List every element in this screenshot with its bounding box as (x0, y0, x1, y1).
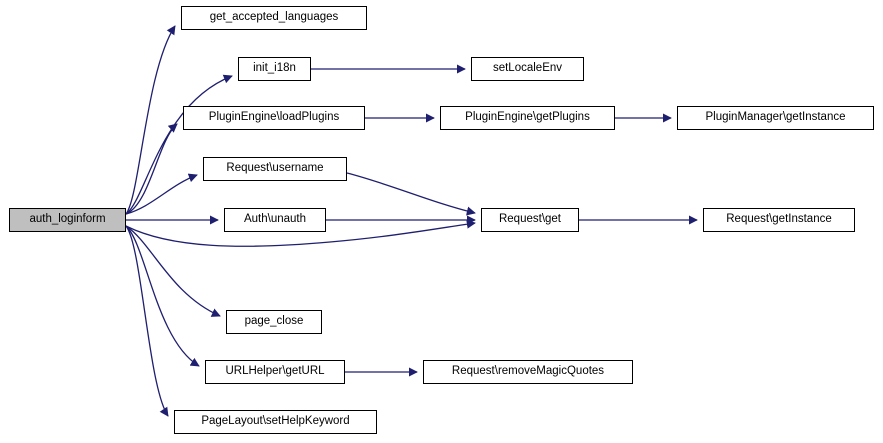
edge-auth_loginform-to-PluginEngine_loadPlugins (125, 123, 178, 215)
node-PluginEngine_getPlugins[interactable]: PluginEngine\getPlugins (440, 106, 615, 130)
edge-auth_loginform-to-Request_username (125, 173, 198, 215)
node-label: setLocaleEnv (492, 62, 563, 75)
node-label: PluginManager\getInstance (705, 111, 846, 124)
node-label: Request\getInstance (726, 213, 832, 226)
node-label: page_close (244, 315, 304, 328)
node-Request_get[interactable]: Request\get (481, 208, 579, 232)
node-Request_removeMagicQuotes[interactable]: Request\removeMagicQuotes (423, 360, 633, 384)
node-label: URLHelper\getURL (225, 365, 325, 378)
node-label: PluginEngine\loadPlugins (208, 111, 340, 124)
node-PluginManager_getInstance[interactable]: PluginManager\getInstance (677, 106, 874, 130)
node-label: auth_loginform (29, 213, 106, 226)
node-setLocaleEnv[interactable]: setLocaleEnv (471, 57, 584, 81)
edge-auth_loginform-to-get_accepted_languages (125, 25, 176, 215)
node-label: init_i18n (253, 62, 296, 75)
edge-auth_loginform-to-init_i18n (125, 74, 233, 215)
node-PageLayout_setHelpKeyword[interactable]: PageLayout\setHelpKeyword (174, 410, 377, 434)
node-get_accepted_languages[interactable]: get_accepted_languages (181, 6, 367, 30)
node-label: PluginEngine\getPlugins (465, 111, 590, 124)
node-Request_getInstance[interactable]: Request\getInstance (703, 208, 855, 232)
node-page_close[interactable]: page_close (226, 310, 322, 334)
node-label: Request\get (498, 213, 561, 226)
node-Request_username[interactable]: Request\username (203, 157, 347, 181)
node-URLHelper_getURL[interactable]: URLHelper\getURL (205, 360, 345, 384)
node-label: Request\username (226, 162, 324, 175)
edge-auth_loginform-to-PageLayout_setHelpKeyword (125, 225, 169, 417)
node-init_i18n[interactable]: init_i18n (238, 57, 311, 81)
node-label: Auth\unauth (243, 213, 307, 226)
edge-Request_username-to-Request_get (346, 172, 476, 216)
edge-auth_loginform-to-Request_get (125, 219, 476, 247)
node-label: Request\removeMagicQuotes (451, 365, 605, 378)
node-auth_loginform[interactable]: auth_loginform (9, 208, 126, 232)
node-PluginEngine_loadPlugins[interactable]: PluginEngine\loadPlugins (183, 106, 365, 130)
node-label: PageLayout\setHelpKeyword (201, 415, 350, 428)
edge-auth_loginform-to-page_close (125, 225, 221, 317)
node-Auth_unauth[interactable]: Auth\unauth (224, 208, 326, 232)
edge-auth_loginform-to-URLHelper_getURL (125, 225, 200, 367)
node-label: get_accepted_languages (209, 11, 339, 24)
